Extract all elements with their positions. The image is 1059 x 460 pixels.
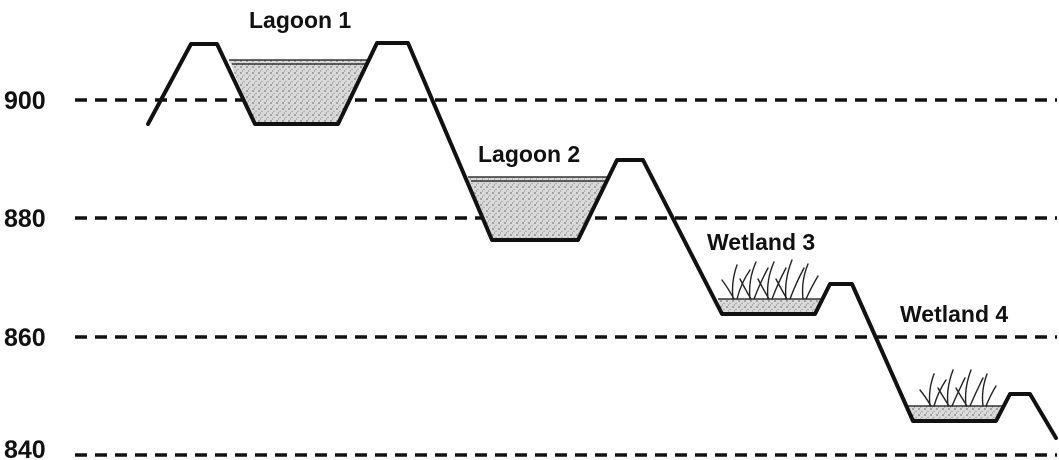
lagoon-1-label: Lagoon 1	[249, 7, 351, 33]
wetland-4-grass-icon	[919, 369, 997, 407]
terrain-profile	[146, 41, 1058, 440]
wetland-3-label: Wetland 3	[707, 229, 815, 255]
wetland-4-label: Wetland 4	[900, 301, 1008, 327]
elevation-label-860: 860	[4, 324, 46, 352]
wetland-3-grass-icon	[721, 259, 819, 300]
elevation-label-900: 900	[4, 87, 46, 115]
lagoon-2-label: Lagoon 2	[478, 141, 580, 167]
basin-labels: Lagoon 1 Lagoon 2 Wetland 3 Wetland 4	[249, 7, 1008, 327]
elevation-label-840: 840	[4, 436, 46, 460]
wetland-3-water	[718, 298, 823, 316]
elevation-label-880: 880	[4, 205, 46, 233]
wetland-4-water	[908, 405, 1005, 423]
elevation-labels: 900 880 860 840	[4, 87, 46, 460]
